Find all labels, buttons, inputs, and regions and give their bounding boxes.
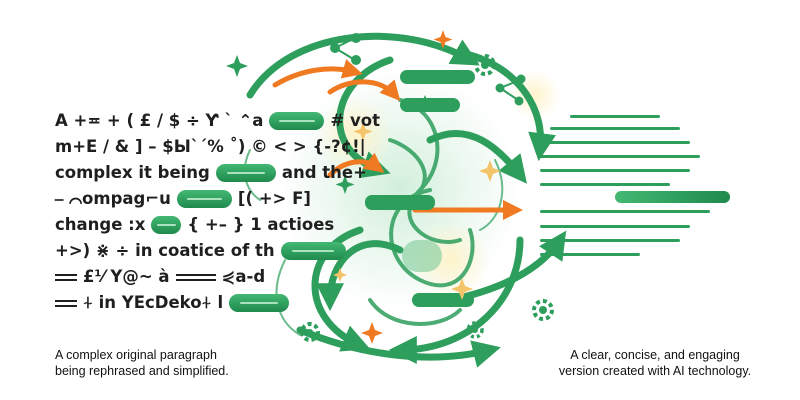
clean-line xyxy=(540,155,700,158)
garbled-text: l xyxy=(217,293,224,312)
garbled-text: [( +> F] xyxy=(237,189,311,208)
gear-icon-2 xyxy=(300,322,320,342)
garbled-text: m+E / & ] – $Ы`´% ˚) © < > {-?¢!| xyxy=(55,137,366,156)
text-pill xyxy=(229,294,290,312)
garbled-text: { +– } 1 actioes xyxy=(187,215,335,234)
share-node-icon-right xyxy=(495,74,526,106)
garbled-text: change :x xyxy=(55,215,146,234)
garbled-text: ⎯ ⌒ompag⌐u xyxy=(55,189,171,208)
garbled-text: ⍭ in YEcDeko⍭ xyxy=(83,293,212,312)
clean-line xyxy=(570,115,660,118)
gear-icon-4 xyxy=(466,321,484,339)
left-caption: A complex original paragraph being rephr… xyxy=(55,347,305,379)
left-caption-line-1: A complex original paragraph xyxy=(55,348,217,362)
share-node-icon xyxy=(330,33,361,65)
left-caption-line-2: being rephrased and simplified. xyxy=(55,364,229,378)
text-pill xyxy=(269,112,325,130)
right-caption-line-2: version created with AI technology. xyxy=(558,364,752,378)
garbled-text: and the+ xyxy=(281,163,367,182)
garbled-text: complex it being xyxy=(55,163,210,182)
garbled-line-3: complex it being and the+ xyxy=(55,160,395,186)
garbled-text: # vot xyxy=(330,111,380,130)
dash-mark xyxy=(55,272,77,282)
garbled-text: +>) ⋇ ÷ in coatice of th xyxy=(55,241,275,260)
sparkle-icon xyxy=(226,30,501,344)
garbled-line-7: £⅟ Y@~ à ⋞a-d xyxy=(55,264,395,290)
clean-line xyxy=(540,225,690,228)
text-pill xyxy=(151,216,182,234)
gear-icon xyxy=(474,54,496,76)
garbled-line-1: A +≖ + ( £ / $ ÷ Ƴ ` ⌃a # vot xyxy=(55,108,395,134)
right-caption-line-1: A clear, concise, and engaging xyxy=(570,348,740,362)
gear-icon-3 xyxy=(532,299,554,321)
clean-line xyxy=(540,210,710,213)
orange-arrows xyxy=(272,59,523,220)
center-pills xyxy=(365,70,475,307)
garbled-line-2: m+E / & ] – $Ы`´% ˚) © < > {-?¢!| xyxy=(55,134,395,160)
garbled-text: £⅟ Y@~ à xyxy=(83,267,170,286)
clean-line xyxy=(540,169,690,172)
garbled-paragraph: A +≖ + ( £ / $ ÷ Ƴ ` ⌃a # vot m+E / & ] … xyxy=(55,108,395,316)
right-caption: A clear, concise, and engaging version c… xyxy=(520,347,790,379)
dash-mark xyxy=(55,298,77,308)
clean-line xyxy=(540,239,680,242)
garbled-line-8: ⍭ in YEcDeko⍭ l xyxy=(55,290,395,316)
text-pill xyxy=(280,242,346,260)
garbled-line-6: +>) ⋇ ÷ in coatice of th xyxy=(55,238,395,264)
garbled-text: A +≖ + ( £ / $ ÷ Ƴ ` ⌃a xyxy=(55,111,264,130)
dash-mark xyxy=(175,272,216,282)
text-pill xyxy=(215,164,276,182)
clean-line xyxy=(540,141,690,144)
clean-line xyxy=(540,253,640,256)
garbled-line-5: change :x { +– } 1 actioes xyxy=(55,212,395,238)
garbled-line-4: ⎯ ⌒ompag⌐u [( +> F] xyxy=(55,186,395,212)
clean-pill xyxy=(615,191,730,203)
clean-line xyxy=(550,127,680,130)
text-pill xyxy=(176,190,232,208)
garbled-text: ⋞a-d xyxy=(221,267,266,286)
clean-line xyxy=(540,183,670,186)
